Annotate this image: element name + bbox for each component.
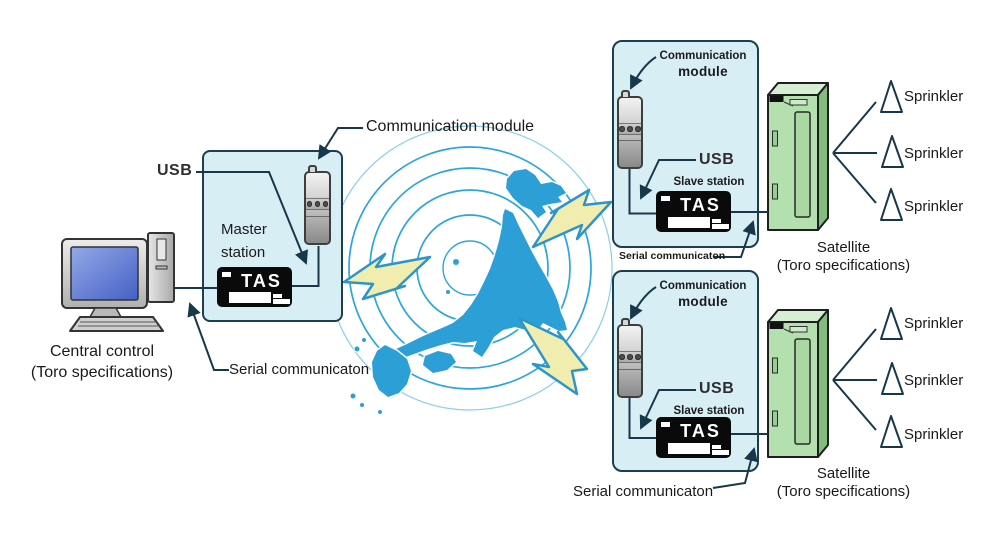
tas-display	[229, 292, 271, 303]
satellite-label-2: Satellite (Toro specifications)	[776, 465, 911, 501]
module-leds	[306, 198, 329, 210]
usb-pointer-slave-2	[639, 389, 696, 430]
tas-connector	[712, 224, 729, 229]
sprinkler-label: Sprinkler	[904, 315, 964, 332]
serial-label-master: Serial communicaton	[229, 361, 370, 378]
communication-module-device-slave-1	[617, 90, 643, 169]
slave-station-label-1: Slave station	[673, 176, 745, 188]
serial-pointer-master	[187, 302, 229, 371]
serial-pointer-slave-1	[714, 220, 756, 258]
antenna-nub	[308, 165, 317, 172]
usb-pointer-slave-1	[639, 159, 696, 200]
tas-indicator	[661, 196, 670, 201]
sprinkler-label: Sprinkler	[904, 372, 964, 389]
comm-module-pointer-slave-2	[630, 286, 657, 320]
module-leds	[619, 123, 641, 135]
lightning-bolt-left	[342, 252, 432, 301]
usb-label-master: USB	[157, 162, 193, 179]
tas-device-slave-1: TAS	[656, 191, 731, 232]
tas-device-slave-2: TAS	[656, 417, 731, 458]
serial-label-slave-2: Serial communicaton	[573, 483, 714, 500]
usb-pointer-master	[196, 171, 308, 265]
sprinkler-label: Sprinkler	[904, 198, 964, 215]
tas-device-label: TAS	[241, 271, 282, 291]
serial-label-slave-1: Serial communicaton	[619, 250, 726, 262]
comm-module-pointer-master	[317, 127, 363, 160]
satellite-label-1: Satellite (Toro specifications)	[776, 239, 911, 275]
sprinkler-label: Sprinkler	[904, 145, 964, 162]
comm-module-label-master: Communication module	[366, 118, 535, 135]
module-base	[619, 369, 641, 396]
lightning-bolt-bottom-right	[517, 316, 589, 396]
comm-module-pointer-slave-1	[630, 56, 657, 90]
module-base	[306, 216, 329, 243]
antenna-nub	[621, 90, 630, 97]
sprinkler-label: Sprinkler	[904, 88, 964, 105]
usb-cable-slave-2	[628, 398, 657, 439]
comm-label-slave-1: Communication	[659, 50, 747, 62]
comm-label-slave-2: Communication	[659, 280, 747, 292]
tas-indicator	[222, 272, 231, 277]
computer-icon	[61, 232, 175, 332]
lightning-bolt-top-right	[531, 188, 613, 249]
usb-label-slave-1: USB	[699, 151, 735, 168]
usb-label-slave-2: USB	[699, 380, 735, 397]
module-leds	[619, 351, 641, 363]
module-label-slave-2: module	[678, 294, 728, 309]
tas-connector	[273, 299, 290, 304]
tas-connector	[712, 445, 721, 449]
slave-station-label-2: Slave station	[673, 405, 745, 417]
tas-indicator	[661, 422, 670, 427]
satellite-cabinet-2	[767, 307, 904, 458]
tas-display	[668, 217, 710, 228]
japan-map	[349, 167, 569, 415]
tas-connector	[712, 450, 729, 455]
tas-device-label: TAS	[680, 195, 721, 215]
antenna-nub	[621, 318, 630, 325]
communication-module-device-slave-2	[617, 318, 643, 398]
module-base	[619, 140, 641, 167]
communication-module-device-master	[304, 165, 331, 245]
tas-display	[668, 443, 710, 454]
usb-cable-master	[292, 246, 320, 287]
sprinkler-label: Sprinkler	[904, 426, 964, 443]
tas-device-master: TAS	[217, 267, 292, 307]
module-label-slave-1: module	[678, 64, 728, 79]
satellite-cabinet-1	[767, 80, 904, 231]
central-control-label: Central control (Toro specifications)	[30, 343, 174, 381]
master-station-label: Master station	[221, 221, 267, 261]
usb-cable-slave-1	[628, 169, 657, 215]
tas-connector	[712, 219, 721, 223]
serial-pointer-slave-2	[712, 447, 758, 489]
tas-device-label: TAS	[680, 421, 721, 441]
tas-connector	[273, 294, 282, 298]
